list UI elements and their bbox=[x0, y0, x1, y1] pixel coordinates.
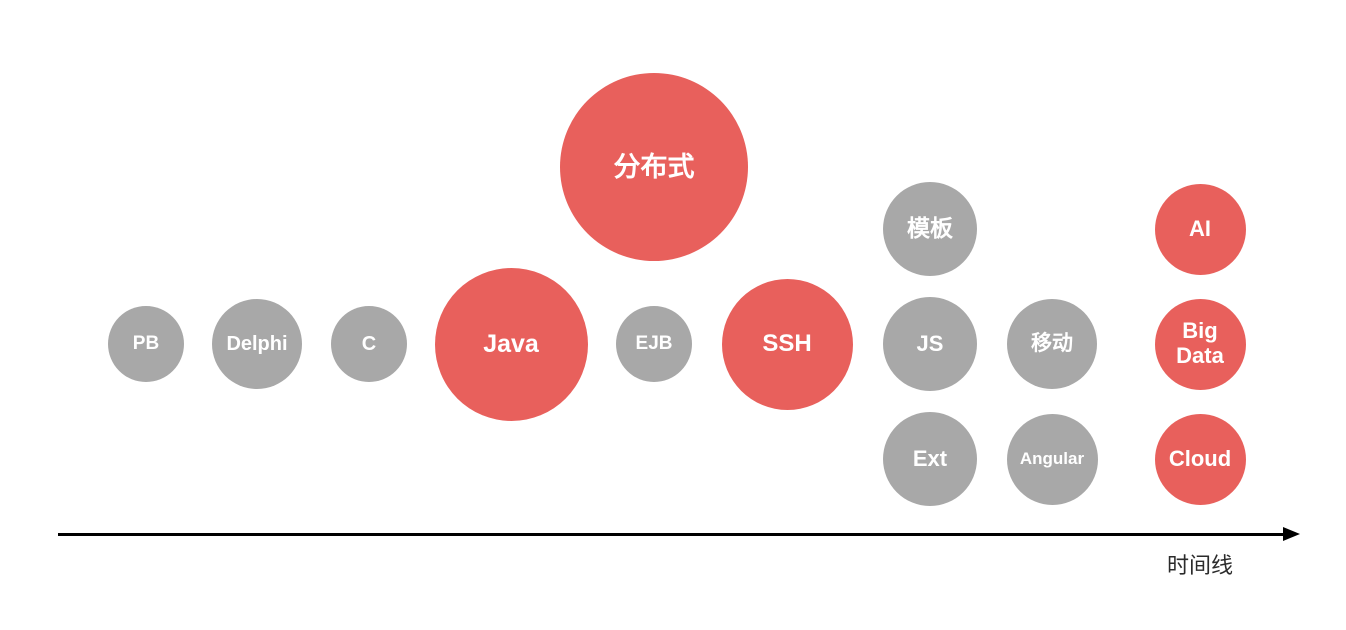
timeline-axis-line bbox=[58, 533, 1283, 536]
bubble-java[interactable]: Java bbox=[434, 267, 588, 421]
bubble-ext[interactable]: Ext bbox=[883, 412, 977, 506]
bubble-fenbushi[interactable]: 分布式 bbox=[560, 73, 748, 261]
bubble-angular[interactable]: Angular bbox=[1006, 413, 1098, 505]
bubble-ai[interactable]: AI bbox=[1154, 183, 1246, 275]
bubble-c[interactable]: C bbox=[331, 306, 407, 382]
bubble-pb[interactable]: PB bbox=[108, 306, 184, 382]
bubble-cloud[interactable]: Cloud bbox=[1154, 413, 1246, 505]
bubble-delphi[interactable]: Delphi bbox=[212, 299, 302, 389]
bubble-ssh[interactable]: SSH bbox=[721, 278, 853, 410]
bubble-ejb[interactable]: EJB bbox=[616, 306, 692, 382]
bubble-yidong[interactable]: 移动 bbox=[1007, 299, 1097, 389]
bubble-muban[interactable]: 模板 bbox=[883, 182, 977, 276]
bubble-js[interactable]: JS bbox=[883, 297, 977, 391]
timeline-arrow-head-icon bbox=[1283, 527, 1300, 541]
timeline-axis-label: 时间线 bbox=[1167, 554, 1234, 579]
bubble-bigdata[interactable]: Big Data bbox=[1154, 298, 1246, 390]
